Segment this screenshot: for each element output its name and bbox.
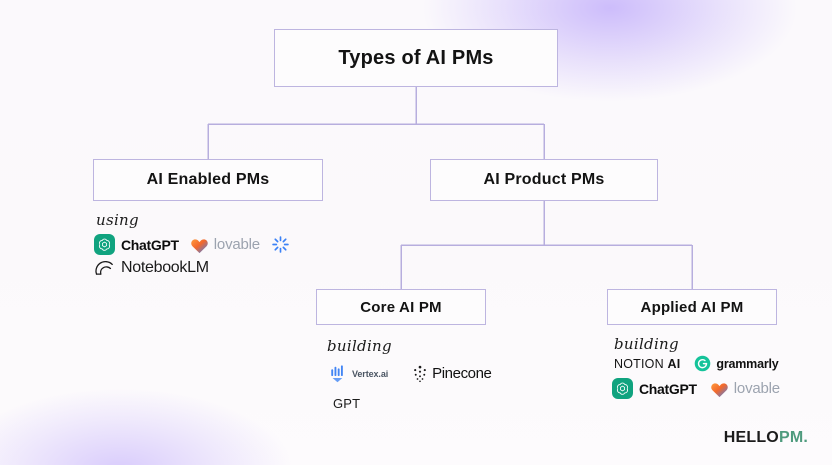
tool-notion-ai-suffix: AI — [667, 356, 681, 371]
brand-secondary: PM. — [778, 429, 808, 446]
tool-lovable-label: lovable — [213, 236, 260, 253]
caption-using: using — [96, 211, 139, 229]
openai-icon — [94, 234, 115, 255]
tool-lovable-applied[interactable]: lovable — [710, 380, 780, 398]
applied-ai-pm-tools-row-1: NOTION AI grammarly — [614, 355, 779, 372]
openai-icon — [612, 378, 633, 399]
notebooklm-icon — [95, 261, 113, 275]
tool-pinecone[interactable]: Pinecone — [412, 365, 492, 383]
tool-chatgpt-label: ChatGPT — [121, 236, 179, 253]
tool-gpt-label: GPT — [333, 396, 361, 411]
lovable-heart-icon — [711, 382, 728, 397]
caption-building-applied: building — [614, 335, 679, 353]
caption-building-core: building — [327, 337, 392, 355]
tool-vertex-ai-label: Vertex.ai — [352, 368, 389, 379]
node-ai-enabled-pms-label: AI Enabled PMs — [146, 171, 270, 188]
node-ai-product-pms[interactable]: AI Product PMs — [430, 159, 658, 201]
tool-gemini[interactable] — [271, 235, 290, 254]
node-core-ai-pm[interactable]: Core AI PM — [316, 289, 486, 325]
lovable-heart-icon — [191, 238, 208, 253]
brand-logo: HELLOPM. — [724, 429, 808, 447]
tool-notion-ai-label: NOTION — [614, 356, 668, 371]
core-ai-pm-tools-row-1: Vertex.ai Pinecone — [330, 364, 492, 383]
vertex-ai-icon — [331, 365, 343, 383]
tool-chatgpt-applied[interactable]: ChatGPT — [612, 378, 697, 399]
gemini-burst-icon — [272, 236, 289, 253]
tool-notion-ai[interactable]: NOTION AI — [614, 357, 680, 371]
tool-notebooklm-label: NotebookLM — [121, 259, 209, 276]
node-applied-ai-pm[interactable]: Applied AI PM — [607, 289, 777, 325]
tool-chatgpt-applied-label: ChatGPT — [639, 380, 697, 397]
tool-vertex-ai[interactable]: Vertex.ai — [330, 364, 388, 383]
ai-enabled-tools-row-1: ChatGPT lovable — [94, 234, 290, 255]
node-ai-product-pms-label: AI Product PMs — [483, 171, 605, 188]
tool-grammarly-label: grammarly — [716, 356, 779, 371]
tool-chatgpt[interactable]: ChatGPT — [94, 234, 179, 255]
tool-pinecone-label: Pinecone — [432, 365, 492, 382]
node-ai-enabled-pms[interactable]: AI Enabled PMs — [93, 159, 323, 201]
grammarly-icon — [695, 355, 711, 372]
core-ai-pm-tools-row-2: GPT — [333, 396, 360, 411]
node-applied-ai-pm-label: Applied AI PM — [640, 298, 744, 316]
tool-lovable-applied-label: lovable — [733, 380, 780, 397]
brand-primary: HELLO — [723, 429, 779, 446]
node-root[interactable]: Types of AI PMs — [274, 29, 558, 87]
tool-lovable[interactable]: lovable — [190, 236, 260, 254]
pinecone-icon — [414, 365, 427, 382]
ai-enabled-tools-row-2: NotebookLM — [94, 259, 209, 277]
notion-ai-icon: NOTION AI — [614, 357, 680, 371]
applied-ai-pm-tools-row-2: ChatGPT lovable — [612, 378, 780, 399]
tool-gpt[interactable]: GPT — [333, 396, 360, 411]
node-root-label: Types of AI PMs — [338, 46, 494, 69]
tool-notebooklm[interactable]: NotebookLM — [94, 259, 209, 277]
tool-grammarly[interactable]: grammarly — [694, 355, 779, 372]
node-core-ai-pm-label: Core AI PM — [360, 298, 442, 316]
